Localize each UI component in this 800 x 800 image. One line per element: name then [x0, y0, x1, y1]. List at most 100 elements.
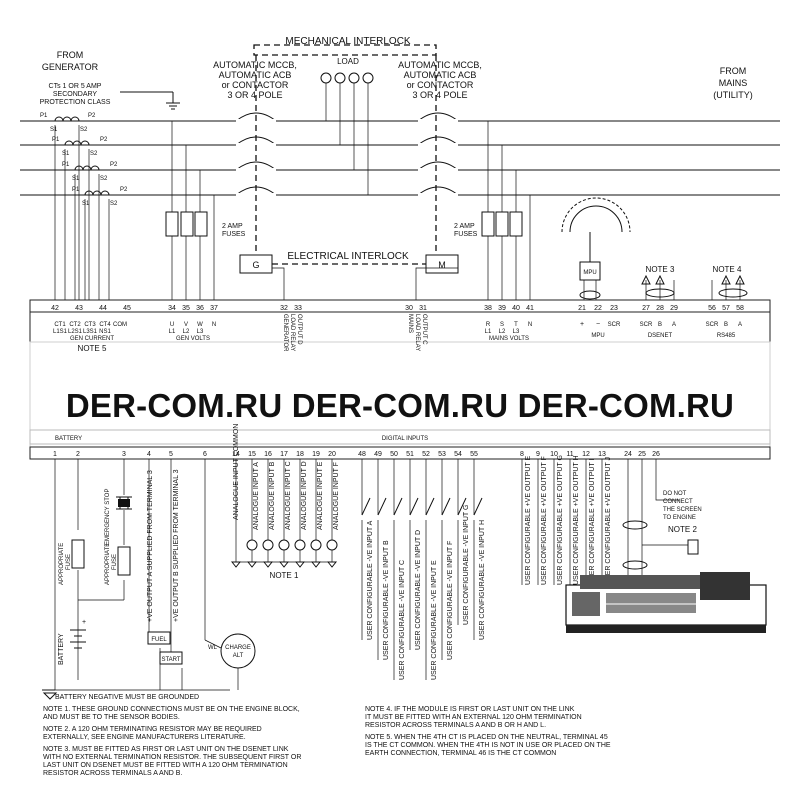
- notes-left: BATTERY NEGATIVE MUST BE GROUNDED NOTE 1…: [43, 694, 301, 777]
- svg-text:43: 43: [75, 305, 83, 312]
- svg-text:44: 44: [99, 305, 107, 312]
- terminal-number: 20: [328, 451, 336, 458]
- screen-note-1: DO NOT: [663, 491, 687, 497]
- terminal-number: 12: [582, 451, 590, 458]
- svg-text:COM: COM: [113, 322, 127, 328]
- ground-note: BATTERY NEGATIVE MUST BE GROUNDED: [55, 694, 199, 701]
- note4-line3: RESISTOR ACROSS TERMINALS A AND B OR H A…: [365, 722, 546, 729]
- svg-text:P1: P1: [72, 187, 80, 193]
- svg-text:S2: S2: [100, 176, 108, 182]
- svg-text:33: 33: [294, 305, 302, 312]
- note2-line1: NOTE 2. A 120 OHM TERMINATING RESISTOR M…: [43, 726, 262, 733]
- ct-terminals: 42 43 44 45 CT1 CT2 CT3 CT4 COM L1S1 L2S…: [51, 305, 131, 342]
- note3-line2: WITH NO EXTERNAL TERMINATION RESISTOR. T…: [43, 754, 301, 761]
- generator-heading-from: FROM: [57, 50, 84, 60]
- terminal-number: 14: [232, 451, 240, 458]
- svg-text:56: 56: [708, 305, 716, 312]
- screen-note-4: TO ENGINE: [663, 515, 696, 521]
- gen-fuse-block: 2 AMP FUSES: [165, 121, 246, 300]
- emergency-stop-label: EMERGENCY STOP: [105, 489, 111, 545]
- note3-line1: NOTE 3. MUST BE FITTED AS FIRST OR LAST …: [43, 746, 289, 753]
- terminal-number: 5: [169, 451, 173, 458]
- svg-text:GEN VOLTS: GEN VOLTS: [176, 336, 210, 342]
- analogue-c-label: ANALOGUE INPUT C: [285, 461, 292, 530]
- terminal-number: 49: [374, 451, 382, 458]
- svg-text:P1: P1: [40, 113, 48, 119]
- terminal-number: 6: [203, 451, 207, 458]
- ct-4: P1 P2 S1 S2: [72, 187, 128, 207]
- terminal-number: 50: [390, 451, 398, 458]
- svg-text:N: N: [212, 322, 216, 328]
- terminal-number: 52: [422, 451, 430, 458]
- dsenet-terminals: 27 28 29 SCR B A DSENET: [640, 305, 678, 339]
- svg-text:+: +: [580, 321, 584, 328]
- input-e-label: USER CONFIGURABLE -VE INPUT E: [431, 560, 438, 680]
- svg-text:P1: P1: [52, 137, 60, 143]
- dsenet-rs485-links: [641, 274, 748, 300]
- mechanical-interlock-frame: [253, 44, 437, 56]
- svg-text:36: 36: [196, 305, 204, 312]
- input-d-label: USER CONFIGURABLE -VE INPUT D: [415, 530, 422, 650]
- svg-text:LOAD RELAY: LOAD RELAY: [414, 314, 420, 351]
- input-b-label: USER CONFIGURABLE -VE INPUT B: [383, 540, 390, 660]
- terminal-number: 10: [550, 451, 558, 458]
- svg-text:P2: P2: [100, 137, 108, 143]
- svg-text:L2: L2: [499, 329, 506, 335]
- notes-right: NOTE 4. IF THE MODULE IS FIRST OR LAST U…: [365, 706, 611, 757]
- ct-note-2: SECONDARY: [53, 91, 98, 98]
- terminal-number: 8: [520, 451, 524, 458]
- earth-icon: [120, 91, 180, 110]
- gen-fuses-line2: FUSES: [222, 231, 246, 238]
- svg-text:38: 38: [484, 305, 492, 312]
- svg-text:AUTOMATIC ACB: AUTOMATIC ACB: [404, 70, 477, 80]
- svg-text:L1: L1: [169, 329, 176, 335]
- svg-text:N: N: [528, 322, 532, 328]
- svg-text:OUTPUT C: OUTPUT C: [421, 314, 427, 345]
- ct-3: P1 P2 S1 S2: [62, 162, 118, 182]
- svg-text:39: 39: [498, 305, 506, 312]
- input-c-label: USER CONFIGURABLE -VE INPUT C: [399, 560, 406, 680]
- mains-load-relay-terminals: 30 31 MAINS LOAD RELAY OUTPUT C: [405, 305, 427, 351]
- svg-text:V: V: [184, 322, 188, 328]
- svg-text:or CONTACTOR: or CONTACTOR: [222, 80, 289, 90]
- svg-text:B: B: [724, 322, 728, 328]
- analogue-section: ANALOGUE INPUT COMMON ANALOGUE INPUT A A…: [230, 424, 340, 580]
- battery-band-label: BATTERY: [55, 436, 82, 442]
- note4-line1: NOTE 4. IF THE MODULE IS FIRST OR LAST U…: [365, 706, 575, 713]
- digital-inputs-section: USER CONFIGURABLE -VE INPUT A USER CONFI…: [361, 459, 486, 680]
- supply-section: APPROPRIATE FUSE APPROPRIATE FUSE EMERGE…: [42, 459, 230, 700]
- svg-text:P2: P2: [110, 162, 118, 168]
- terminal-number: 9: [536, 451, 540, 458]
- mains-heading-source: MAINS: [719, 78, 748, 88]
- note5-label: NOTE 5: [78, 344, 107, 353]
- mpu-sensor: MPU: [561, 197, 631, 300]
- svg-text:MPU: MPU: [591, 333, 604, 339]
- svg-text:MAINS: MAINS: [407, 314, 413, 333]
- mpu-label: MPU: [583, 270, 596, 276]
- svg-text:3 OR 4 POLE: 3 OR 4 POLE: [412, 90, 467, 100]
- output-f-label: USER CONFIGURABLE +VE OUTPUT F: [541, 456, 548, 585]
- outputs-section: USER CONFIGURABLE +VE OUTPUT E USER CONF…: [521, 455, 612, 585]
- analogue-common-label: ANALOGUE INPUT COMMON: [233, 424, 240, 520]
- ct-2: P1 P2 S1 S2: [52, 137, 108, 157]
- mpu-terminals: 21 22 23 + − SCR MPU: [578, 305, 621, 339]
- ct-group: P1 P2 S1 S2 P1 P2 S1 S2 P1 P2 S1 S2 P1 P…: [40, 113, 128, 300]
- terminal-number: 11: [566, 451, 573, 458]
- gen-coil-label: G: [252, 260, 259, 270]
- input-a-label: USER CONFIGURABLE -VE INPUT A: [367, 520, 374, 640]
- svg-text:58: 58: [736, 305, 744, 312]
- note4-label: NOTE 4: [713, 265, 742, 274]
- svg-text:W: W: [197, 322, 203, 328]
- svg-text:P1: P1: [62, 162, 70, 168]
- charge-label-1: CHARGE: [225, 645, 251, 651]
- svg-text:A: A: [672, 322, 676, 328]
- terminal-number: 24: [624, 451, 632, 458]
- svg-text:30: 30: [405, 305, 413, 312]
- output-a-label: +VE OUTPUT A SUPPLIED FROM TERMINAL 3: [147, 470, 154, 622]
- fuel-start-section: +VE OUTPUT A SUPPLIED FROM TERMINAL 3 +V…: [147, 459, 256, 690]
- svg-text:23: 23: [610, 305, 618, 312]
- terminal-number: 51: [406, 451, 414, 458]
- svg-text:B: B: [658, 322, 662, 328]
- ct-note-1: CTs 1 OR 5 AMP: [49, 83, 102, 90]
- note3-line4: RESISTOR ACROSS TERMINALS A AND B.: [43, 770, 182, 777]
